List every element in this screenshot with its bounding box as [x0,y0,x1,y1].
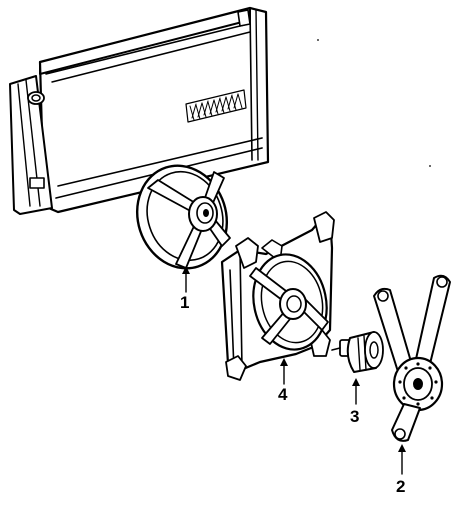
speck [317,39,319,41]
callout-3: 3 [350,407,360,426]
callout-1: 1 [180,293,190,312]
callout-4: 4 [278,385,288,404]
fan-motor [331,331,384,373]
callout-2: 2 [396,477,406,496]
fan-shroud [220,211,335,381]
fan-blade [135,164,231,270]
bracket-mounting-holes [398,362,438,406]
radiator-core-fins [185,89,247,123]
motor-bracket [373,274,451,442]
leader-lines [182,266,406,475]
speck [429,165,431,167]
radiator [9,6,270,215]
